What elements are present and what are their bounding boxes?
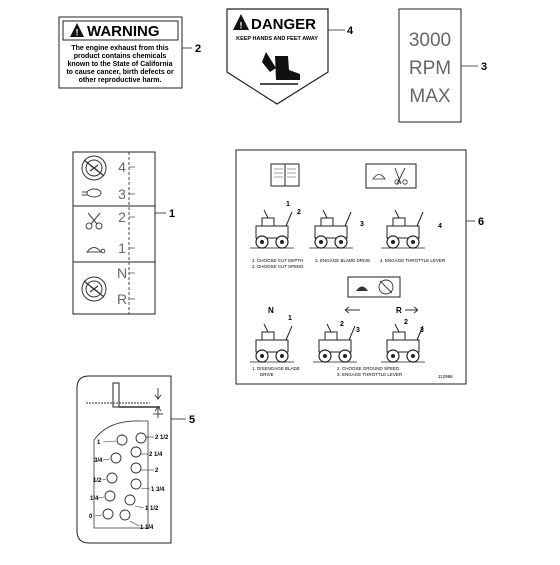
gear-label-3: 3 bbox=[118, 186, 126, 202]
warning-line-4: to cause cancer, birth defects or bbox=[66, 69, 174, 76]
rpm-line-3: MAX bbox=[409, 86, 451, 107]
step-num-top-4: 4 bbox=[438, 223, 442, 230]
callout-4: 4 bbox=[347, 25, 354, 37]
part-number: 112996 bbox=[438, 374, 453, 379]
hole-left-2 bbox=[110, 452, 122, 464]
reverse-arrow-icon bbox=[405, 306, 419, 314]
warning-line-2: product contains chemicals bbox=[74, 53, 167, 60]
scissors-icon bbox=[85, 212, 103, 230]
top-caption-3: 4. ENGAGE THROTTLE LEVER bbox=[380, 258, 446, 263]
operation-decal: 1 2 3 4 1. CHOOSE CUT DEPTH 2. CHOOSE CU… bbox=[235, 149, 484, 385]
depth-left-label-5: 0 bbox=[89, 514, 93, 520]
callout-3: 3 bbox=[481, 61, 487, 73]
danger-exclamation: ! bbox=[240, 21, 243, 31]
hole-left-4 bbox=[104, 490, 116, 502]
warning-line-5: other reproductive harm. bbox=[79, 77, 162, 84]
danger-title: DANGER bbox=[251, 16, 316, 33]
fast-blade-off-box bbox=[347, 276, 401, 298]
top-caption-2: 3. ENGAGE BLADE DRIVE bbox=[315, 258, 370, 263]
manual-book-icon bbox=[270, 163, 300, 187]
step-num-bottom-1: 1 bbox=[288, 315, 292, 322]
hole-left-1 bbox=[116, 434, 128, 446]
step-num-bottom-5: 3 bbox=[420, 327, 424, 334]
hole-right-1 bbox=[135, 432, 147, 444]
callout-5: 5 bbox=[189, 414, 195, 426]
depth-left-label-4: 1/4 bbox=[90, 496, 99, 502]
step-num-top-3: 3 bbox=[360, 221, 364, 228]
warning-decal: ! WARNING The engine exhaust from this p… bbox=[58, 16, 201, 89]
bottom-caption-1b: DRIVE bbox=[260, 372, 274, 377]
blade-off-icon bbox=[81, 155, 107, 181]
step-num-bottom-4: 2 bbox=[404, 319, 408, 326]
gear-label-4: 4 bbox=[118, 159, 126, 175]
gear-label-r: R bbox=[117, 291, 127, 307]
callout-6: 6 bbox=[478, 216, 484, 228]
gear-decal: 4 3 2 1 N R 1 bbox=[72, 151, 175, 315]
depth-right-label-1: 2 1/2 bbox=[155, 435, 169, 441]
rabbit-fast-icon bbox=[82, 188, 102, 198]
hole-left-3 bbox=[106, 472, 118, 484]
bottom-caption-1a: 1. DISENGAGE BLADE bbox=[252, 366, 300, 371]
forward-arrow-icon bbox=[344, 306, 360, 314]
callout-2: 2 bbox=[195, 43, 201, 55]
hole-right-3 bbox=[130, 462, 142, 474]
danger-subtitle: KEEP HANDS AND FEET AWAY bbox=[236, 36, 318, 42]
depth-right-label-6: 1 1/4 bbox=[140, 525, 154, 531]
mid-label-r: R bbox=[396, 306, 402, 315]
bottom-caption-2a: 2. CHOOSE GROUND SPEED bbox=[337, 366, 400, 371]
rpm-line-1: 3000 bbox=[409, 30, 451, 51]
step-num-bottom-2: 2 bbox=[340, 321, 344, 328]
depth-right-label-3: 2 bbox=[155, 468, 159, 474]
gear-label-2: 2 bbox=[118, 209, 126, 225]
bottom-caption-2b: 3. ENGAGE THROTTLE LEVER bbox=[337, 372, 403, 377]
hole-right-4 bbox=[130, 478, 142, 490]
gear-label-n: N bbox=[117, 265, 127, 281]
step-num-top-1: 1 bbox=[286, 201, 290, 208]
depth-left-label-3: 1/2 bbox=[93, 478, 102, 484]
mid-label-n: N bbox=[268, 306, 274, 315]
warning-title: WARNING bbox=[87, 23, 160, 40]
danger-triangle-icon bbox=[233, 14, 249, 30]
depth-right-label-4: 1 3/4 bbox=[151, 487, 165, 493]
callout-1: 1 bbox=[169, 208, 175, 220]
depth-right-label-5: 1 1/2 bbox=[145, 506, 159, 512]
depth-decal: 1 3/4 1/2 1/4 0 2 1/2 2 1/4 2 1 3/4 1 1/… bbox=[76, 375, 195, 544]
depth-right-label-2: 2 1/4 bbox=[149, 452, 163, 458]
depth-left-label-1: 1 bbox=[97, 440, 101, 446]
top-caption-1b: 2. CHOOSE CUT SPEED bbox=[252, 264, 304, 269]
speed-blade-box bbox=[365, 163, 417, 189]
depth-gauge-icon bbox=[86, 382, 163, 418]
warning-exclamation: ! bbox=[76, 28, 79, 38]
warning-line-1: The engine exhaust from this bbox=[71, 45, 168, 52]
top-caption-1a: 1. CHOOSE CUT DEPTH bbox=[252, 258, 303, 263]
turtle-slow-icon bbox=[85, 247, 106, 254]
warning-line-3: known to the State of California bbox=[67, 61, 172, 68]
step-num-top-2: 2 bbox=[297, 209, 301, 216]
hole-left-5 bbox=[102, 508, 114, 520]
rpm-decal: 3000 RPM MAX 3 bbox=[398, 8, 487, 123]
depth-left-label-2: 3/4 bbox=[94, 458, 103, 464]
foot-hazard-icon bbox=[256, 48, 300, 85]
gear-label-1: 1 bbox=[118, 240, 126, 256]
blade-off-icon-2 bbox=[81, 276, 107, 302]
hole-right-6 bbox=[119, 509, 131, 521]
rpm-line-2: RPM bbox=[409, 58, 451, 79]
step-num-bottom-3: 3 bbox=[356, 327, 360, 334]
hole-right-5 bbox=[124, 494, 136, 506]
hole-right-2 bbox=[130, 446, 142, 458]
danger-decal: ! DANGER KEEP HANDS AND FEET AWAY 4 bbox=[226, 8, 354, 105]
warning-triangle-icon bbox=[70, 23, 84, 37]
